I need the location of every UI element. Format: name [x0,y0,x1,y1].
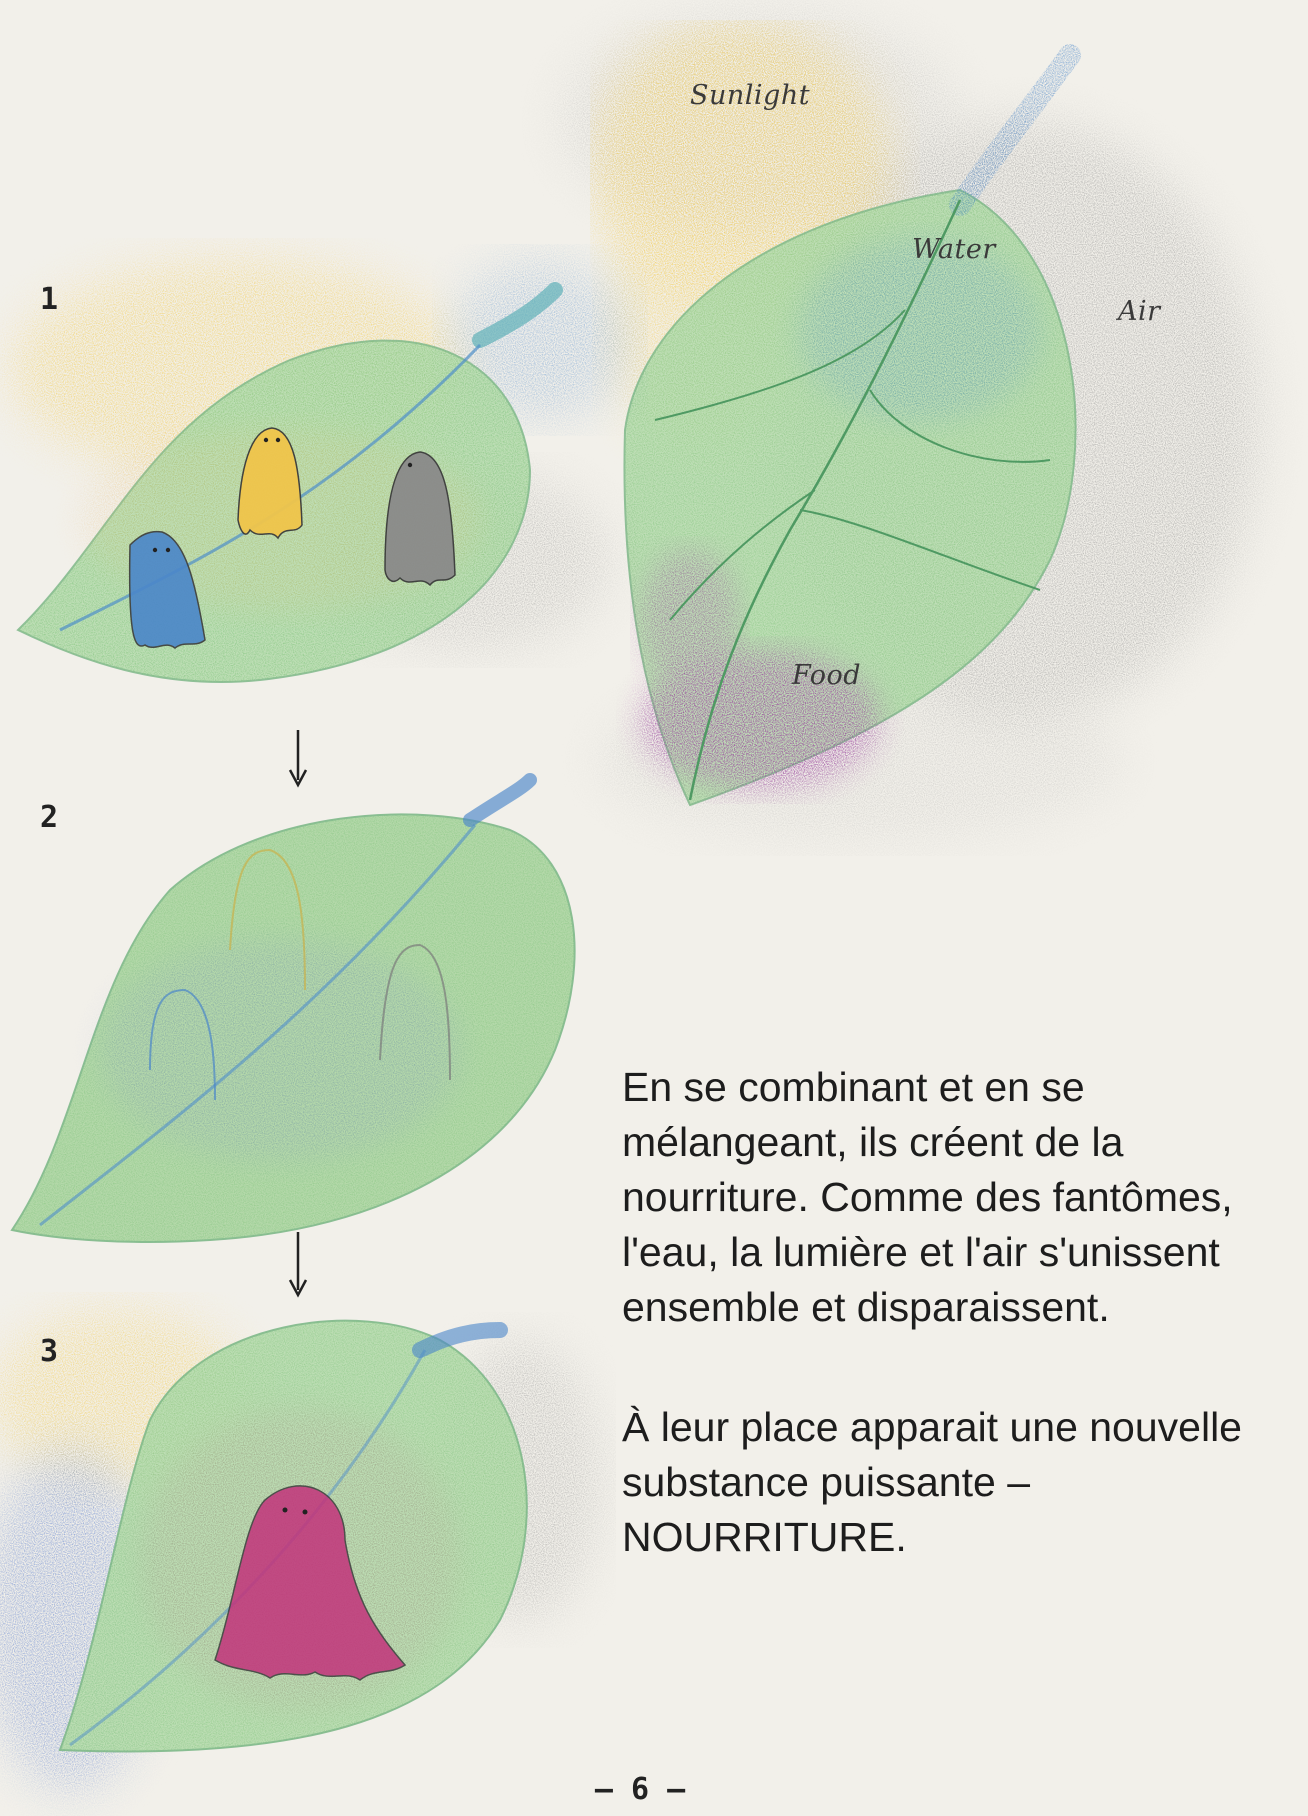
label-sunlight: Sunlight [690,80,810,111]
leaf-3-group [0,1310,600,1790]
paragraph-2: À leur place apparait une nouvelle subst… [622,1400,1282,1565]
step-number-1: 1 [40,282,58,317]
arrow-down-icon [290,730,306,785]
label-water: Water [912,234,996,265]
paragraph-1: En se combinant et en se mélangeant, ils… [622,1060,1282,1335]
leaf-2-group [12,780,575,1242]
arrow-down-icon [290,1232,306,1295]
label-food: Food [792,660,861,691]
step-number-2: 2 [40,800,58,835]
big-leaf-group [560,10,1260,840]
page-number: – 6 – [580,1772,700,1807]
leaf-1-group [10,260,630,682]
step-number-3: 3 [40,1334,58,1369]
label-air: Air [1118,296,1161,327]
